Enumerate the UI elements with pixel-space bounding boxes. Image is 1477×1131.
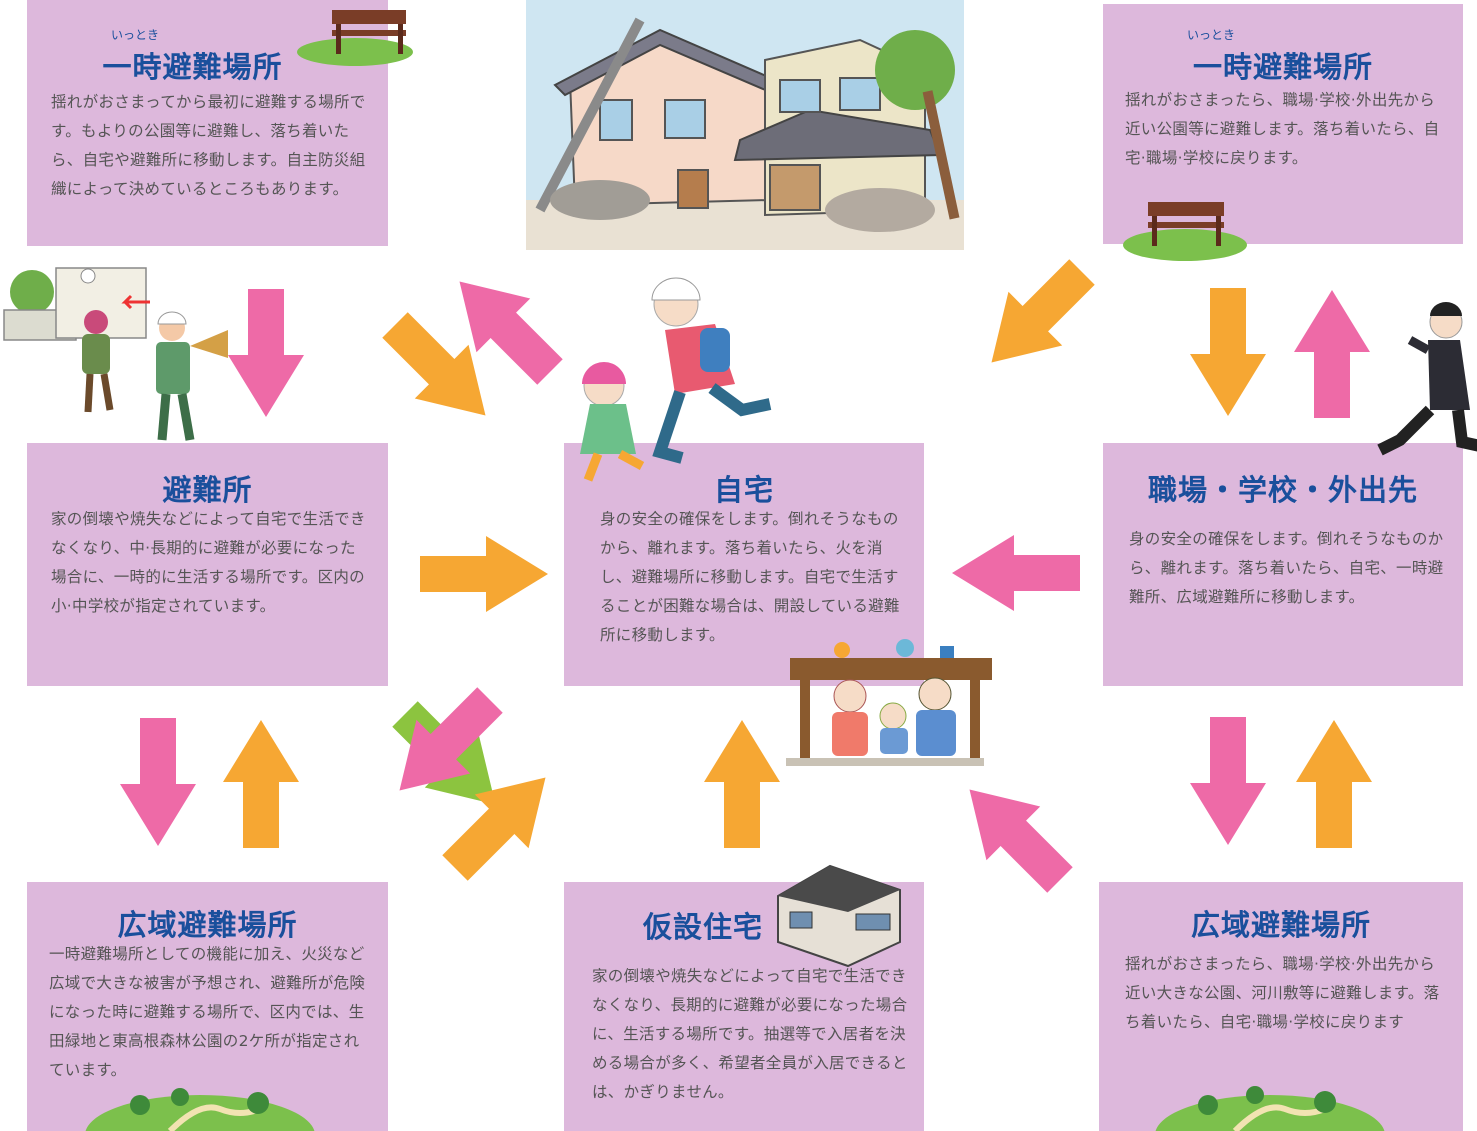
box-wide-evac-left: 広域避難場所 一時避難場所としての機能に加え、火災など広域で大きな被害が予想され… (27, 882, 388, 1131)
park-hill-illustration-left (85, 1088, 315, 1131)
arrow-housing-to-home (704, 720, 780, 848)
box-home: 自宅 身の安全の確保をします。倒れそうなものから、離れます。落ち着いたら、火を消… (564, 443, 924, 686)
mother-child-running-illustration (580, 277, 772, 482)
body-shelter: 家の倒壊や焼失などによって自宅で生活できなくなり、中·長期的に避難が必要になった… (51, 510, 366, 615)
arrow-shelter-to-home (420, 536, 548, 612)
arrow-tempRight-to-work (1190, 288, 1266, 416)
title-temp-housing: 仮設住宅 (642, 910, 763, 944)
box-work-school: 職場・学校・外出先 身の安全の確保をします。倒れそうなものから、離れます。落ち着… (1103, 443, 1463, 686)
box-temp-evac-right: いっとき 一時避難場所 揺れがおさまったら、職場·学校·外出先から近い公園等に避… (1103, 4, 1463, 244)
title-wide-evac-left: 広域避難場所 (117, 908, 298, 942)
body-temp-evac-left: 揺れがおさまってから最初に避難する場所です。もよりの公園等に避難し、落ち着いたら… (51, 93, 366, 198)
body-temp-housing: 家の倒壊や焼失などによって自宅で生活できなくなり、長期的に避難が必要になった場合… (592, 967, 908, 1101)
arrow-work-to-wideRight (1190, 717, 1266, 845)
arrow-tempRight-to-home (964, 245, 1109, 390)
school-evacuation-illustration (3, 267, 228, 441)
arrow-shelter-to-wide (120, 718, 196, 846)
box-shelter: 避難所 家の倒壊や焼失などによって自宅で生活できなくなり、中·長期的に避難が必要… (27, 443, 388, 686)
title-wide-evac-right: 広域避難場所 (1190, 908, 1371, 942)
collapsed-house-illustration (526, 0, 964, 250)
arrow-work-to-tempRight (1294, 290, 1370, 418)
family-under-table-illustration (786, 639, 992, 766)
park-hill-illustration-right (1155, 1086, 1385, 1131)
arrow-wideRight-to-work (1296, 720, 1372, 848)
title-temp-evac-right: 一時避難場所 (1192, 50, 1373, 84)
arrow-wideRight-to-home (942, 762, 1087, 907)
body-work-school: 身の安全の確保をします。倒れそうなものから、離れます。落ち着いたら、自宅、一時避… (1129, 530, 1444, 606)
body-temp-evac-right: 揺れがおさまったら、職場·学校·外出先から近い公園等に避難します。落ち着いたら、… (1125, 91, 1440, 167)
ruby-temp-evac-left: いっとき (111, 28, 160, 42)
title-home: 自宅 (713, 473, 774, 507)
prefab-housing-illustration (777, 864, 901, 968)
park-bench-icon-top-left (297, 10, 413, 66)
title-shelter: 避難所 (162, 473, 253, 507)
arrow-work-to-home (952, 535, 1080, 611)
title-work-school: 職場・学校・外出先 (1147, 473, 1418, 507)
businessman-running-illustration (1377, 302, 1477, 456)
arrow-wide-to-shelter (223, 720, 299, 848)
body-wide-evac-right: 揺れがおさまったら、職場·学校·外出先から近い大きな公園、河川敷等に避難します。… (1125, 955, 1440, 1031)
title-temp-evac-left: 一時避難場所 (102, 50, 283, 84)
box-temp-housing: 仮設住宅 家の倒壊や焼失などによって自宅で生活できなくなり、長期的に避難が必要に… (564, 882, 924, 1131)
body-home: 身の安全の確保をします。倒れそうなものから、離れます。落ち着いたら、火を消し、避… (600, 510, 900, 644)
arrow-temp-to-shelter (228, 289, 304, 417)
box-wide-evac-right: 広域避難場所 揺れがおさまったら、職場·学校·外出先から近い大きな公園、河川敷等… (1099, 882, 1463, 1131)
ruby-temp-evac-right: いっとき (1187, 28, 1236, 42)
body-wide-evac-left: 一時避難場所としての機能に加え、火災など広域で大きな被害が予想され、避難所が危険… (49, 945, 366, 1079)
park-bench-icon-top-right (1123, 202, 1247, 261)
